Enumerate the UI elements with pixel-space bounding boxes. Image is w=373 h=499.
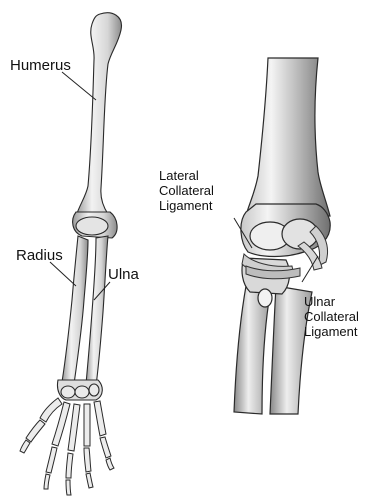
lateral-collateral-line-2: Collateral [159,183,214,198]
lateral-collateral-line-1: Lateral [159,168,214,183]
ulna-bone [86,236,108,386]
ulnar-collateral-line-2: Collateral [304,309,359,324]
ulnar-collateral-line-1: Ulnar [304,294,359,309]
humerus-label: Humerus [10,58,71,73]
radius-bone [62,236,88,384]
humerus-bone [76,13,121,216]
lateral-collateral-line-3: Ligament [159,198,214,213]
radius-leader [50,262,76,286]
ulna-label: Ulna [108,267,139,282]
lateral-collateral-ligament-label: Lateral Collateral Ligament [159,168,214,213]
humerus-leader [62,72,96,100]
hand-bones [20,398,114,495]
ulnar-collateral-ligament-label: Ulnar Collateral Ligament [304,294,359,339]
humerus-shaft-closeup [246,58,330,216]
ulnar-collateral-line-3: Ligament [304,324,359,339]
radius-label: Radius [16,248,63,263]
